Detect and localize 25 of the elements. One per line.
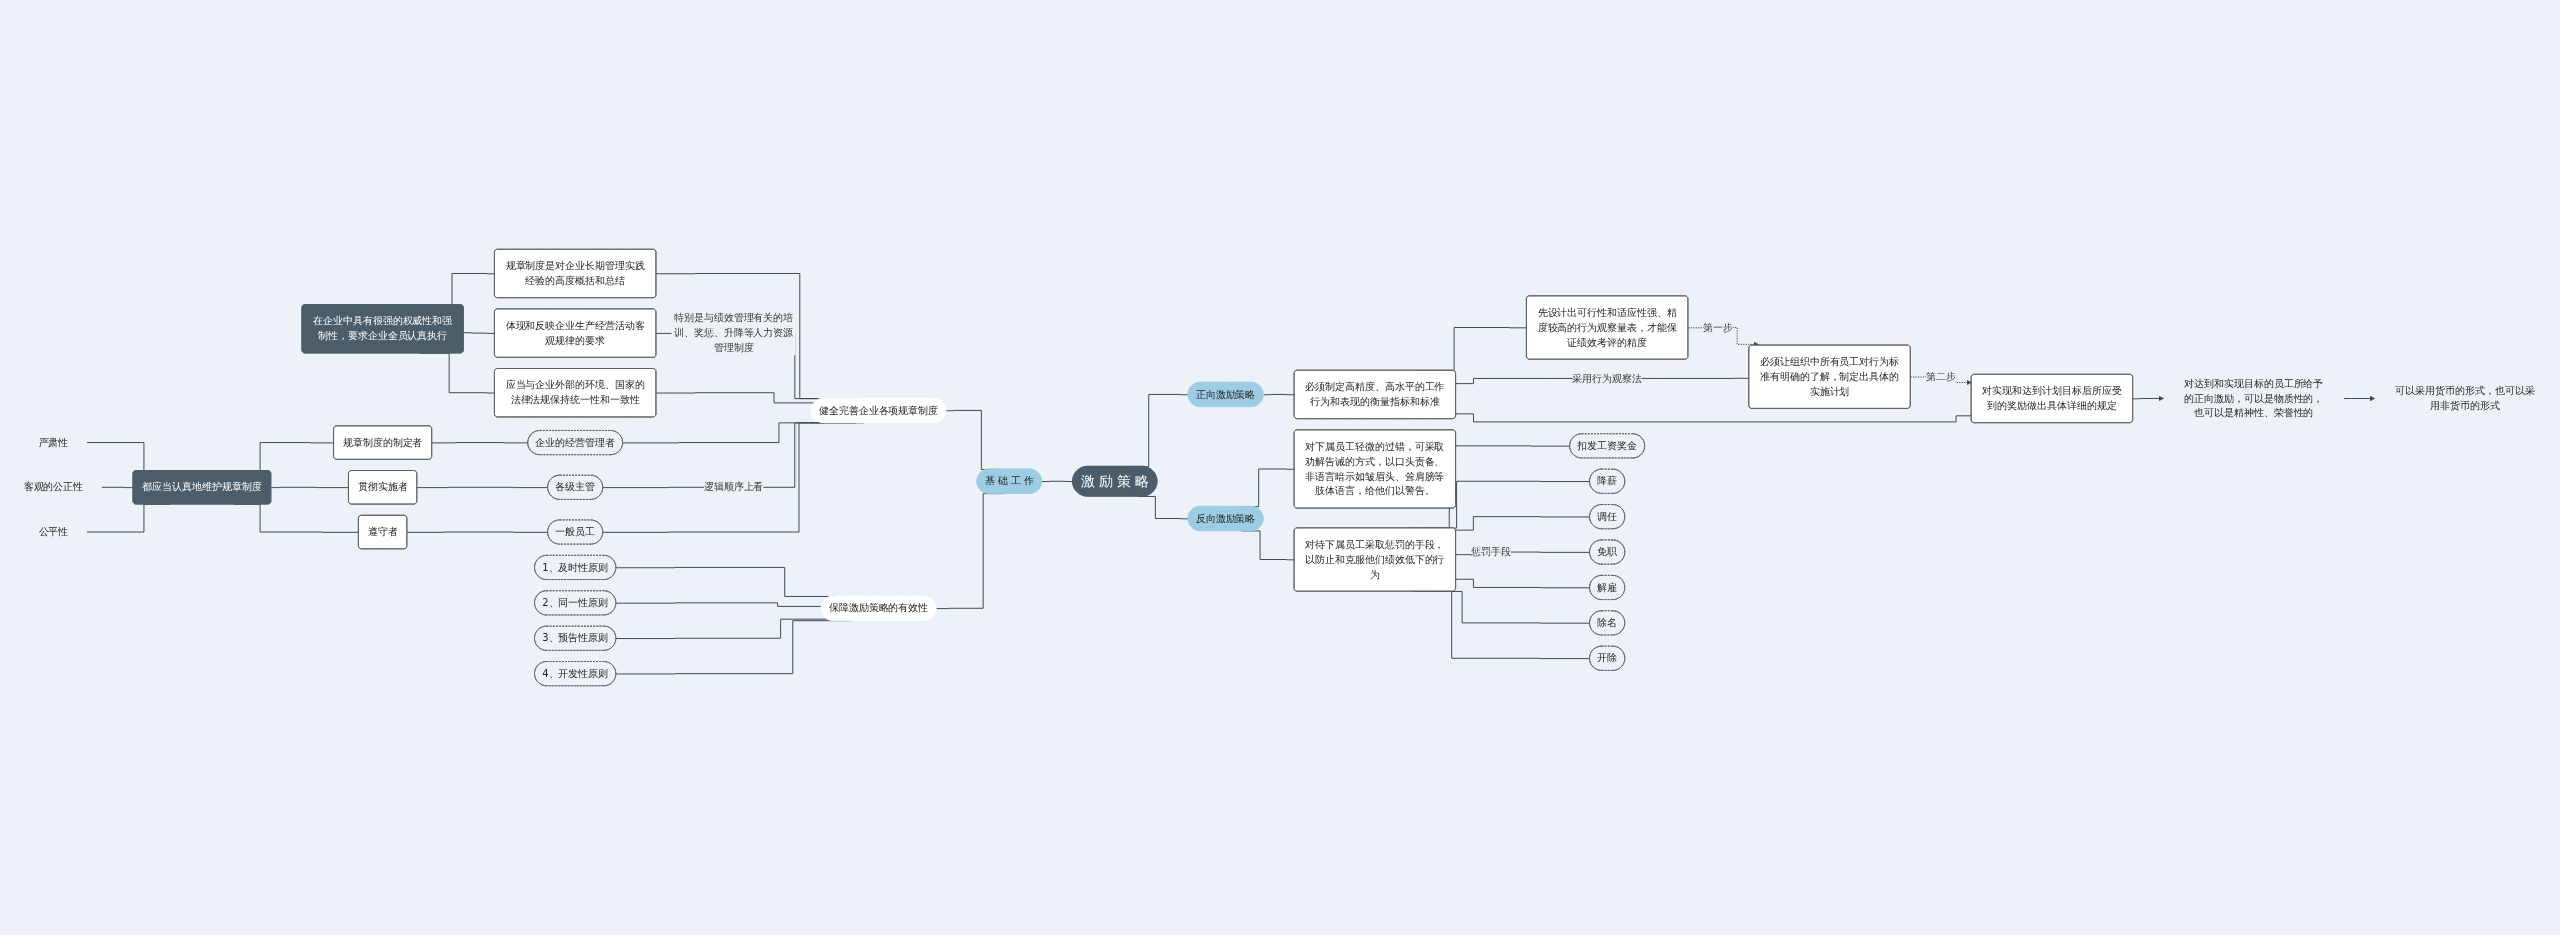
connector	[1455, 578, 1591, 589]
connector	[270, 486, 350, 489]
node-text: 客观的公正性	[23, 481, 84, 493]
edge-label: 惩罚手段	[1471, 545, 1511, 558]
edge-label: 逻辑顺序上看	[703, 481, 764, 493]
connector	[416, 486, 549, 489]
connector	[615, 618, 829, 640]
connector	[1455, 516, 1591, 531]
connector	[101, 486, 134, 489]
node-text: 可以采用货币的形式，也可以采用非货币的形式	[2395, 384, 2535, 412]
node-text: 严肃性	[38, 436, 69, 449]
connector	[1262, 393, 1295, 396]
edge-label: 第一步	[1703, 321, 1734, 334]
connector	[406, 531, 549, 533]
edge-label: 采用行为观察法	[1572, 372, 1642, 385]
node-text: 对达到和实现目标的员工所给予的正向激励，可以是物质性的，也可以是精神性、荣誉性的	[2184, 377, 2324, 419]
edge-label: 特别是与绩效管理有关的培训、奖惩、升降等人力资源管理制度	[673, 311, 794, 354]
node-text: 公平性	[38, 525, 69, 538]
edge-label: 第二步	[1925, 370, 1956, 383]
connector	[463, 332, 496, 334]
connector	[615, 602, 823, 607]
connector	[431, 442, 529, 444]
connector	[1041, 480, 1074, 483]
connector	[1455, 413, 1972, 423]
connector	[655, 392, 815, 404]
